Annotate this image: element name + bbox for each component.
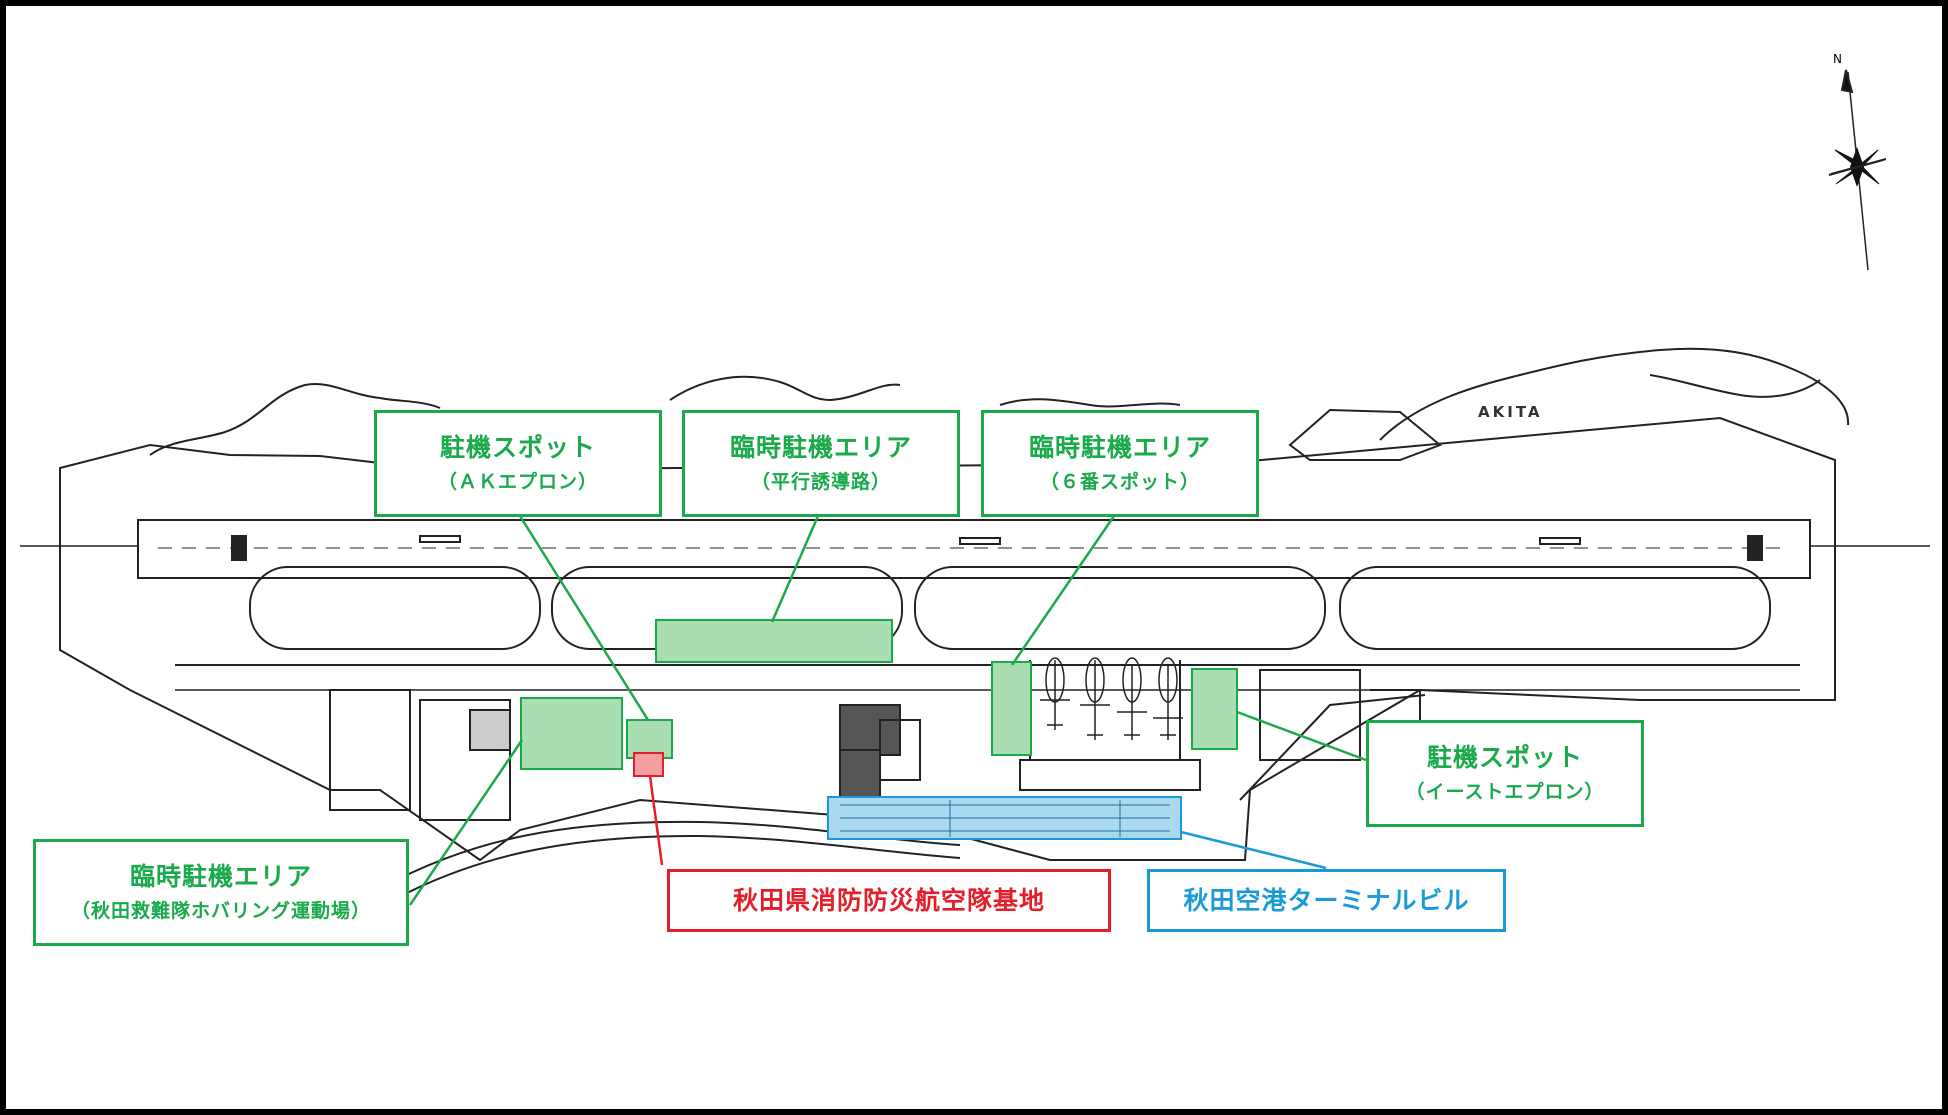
zone-parallel-taxiway: [655, 619, 893, 663]
callout-terminal-title: 秋田空港ターミナルビル: [1183, 885, 1470, 915]
terrain-contour: [669, 375, 901, 402]
zone-fire-base: [633, 752, 664, 777]
callout-parallel-taxiway-subtitle: （平行誘導路）: [750, 470, 891, 493]
leader-line-terminal: [1180, 830, 1327, 870]
north-arrow-icon: [1828, 69, 1887, 271]
leader-line-rescue-field: [408, 739, 524, 906]
callout-fire-base: 秋田県消防防災航空隊基地: [667, 869, 1111, 932]
callout-east-apron-subtitle: （イーストエプロン）: [1405, 780, 1605, 803]
callout-east-apron-title: 駐機スポット: [1426, 742, 1583, 772]
highlight-zones: [520, 619, 1238, 840]
zone-rescue-field: [520, 697, 623, 770]
aircraft-icons: [1040, 657, 1183, 740]
callout-rescue-field: 臨時駐機エリア （秋田救難隊ホバリング運動場）: [33, 839, 409, 946]
callout-parallel-taxiway: 臨時駐機エリア （平行誘導路）: [682, 410, 960, 517]
zone-ak-apron: [626, 719, 673, 759]
terrain-contour: [1379, 347, 1850, 441]
akita-building: [1288, 408, 1442, 461]
callout-parallel-taxiway-title: 臨時駐機エリア: [729, 432, 912, 462]
zone-east-apron: [1191, 668, 1238, 750]
callout-east-apron: 駐機スポット （イーストエプロン）: [1366, 720, 1644, 827]
leader-line-parallel-taxiway: [770, 515, 820, 623]
north-label: N: [1833, 52, 1842, 66]
callout-ak-apron-subtitle: （ＡＫエプロン）: [437, 470, 598, 493]
taxiway-loop: [914, 566, 1326, 650]
leader-line-ak-apron: [518, 515, 650, 721]
callout-spot6-subtitle: （６番スポット）: [1039, 470, 1200, 493]
airport-sign-akita: AKITA: [1478, 403, 1543, 421]
callout-fire-base-title: 秋田県消防防災航空隊基地: [732, 885, 1045, 915]
callout-ak-apron-title: 駐機スポット: [439, 432, 596, 462]
callout-ak-apron: 駐機スポット （ＡＫエプロン）: [374, 410, 662, 517]
callout-rescue-field-subtitle: （秋田救難隊ホバリング運動場）: [70, 899, 371, 922]
terrain-contour: [999, 398, 1181, 408]
callout-rescue-field-title: 臨時駐機エリア: [129, 861, 312, 891]
zone-spot6: [991, 661, 1032, 756]
leader-line-fire-base: [648, 775, 664, 866]
leader-line-spot6: [1010, 515, 1116, 666]
taxiway-loop: [249, 566, 541, 650]
callout-terminal: 秋田空港ターミナルビル: [1147, 869, 1506, 932]
runway-strip: [137, 519, 1811, 579]
callout-spot6: 臨時駐機エリア （６番スポット）: [981, 410, 1259, 517]
terrain-contour: [149, 383, 441, 456]
leader-line-east-apron: [1236, 710, 1367, 762]
callout-spot6-title: 臨時駐機エリア: [1028, 432, 1211, 462]
taxiway-loop: [1339, 566, 1771, 650]
terrain-contour: [1649, 374, 1821, 398]
